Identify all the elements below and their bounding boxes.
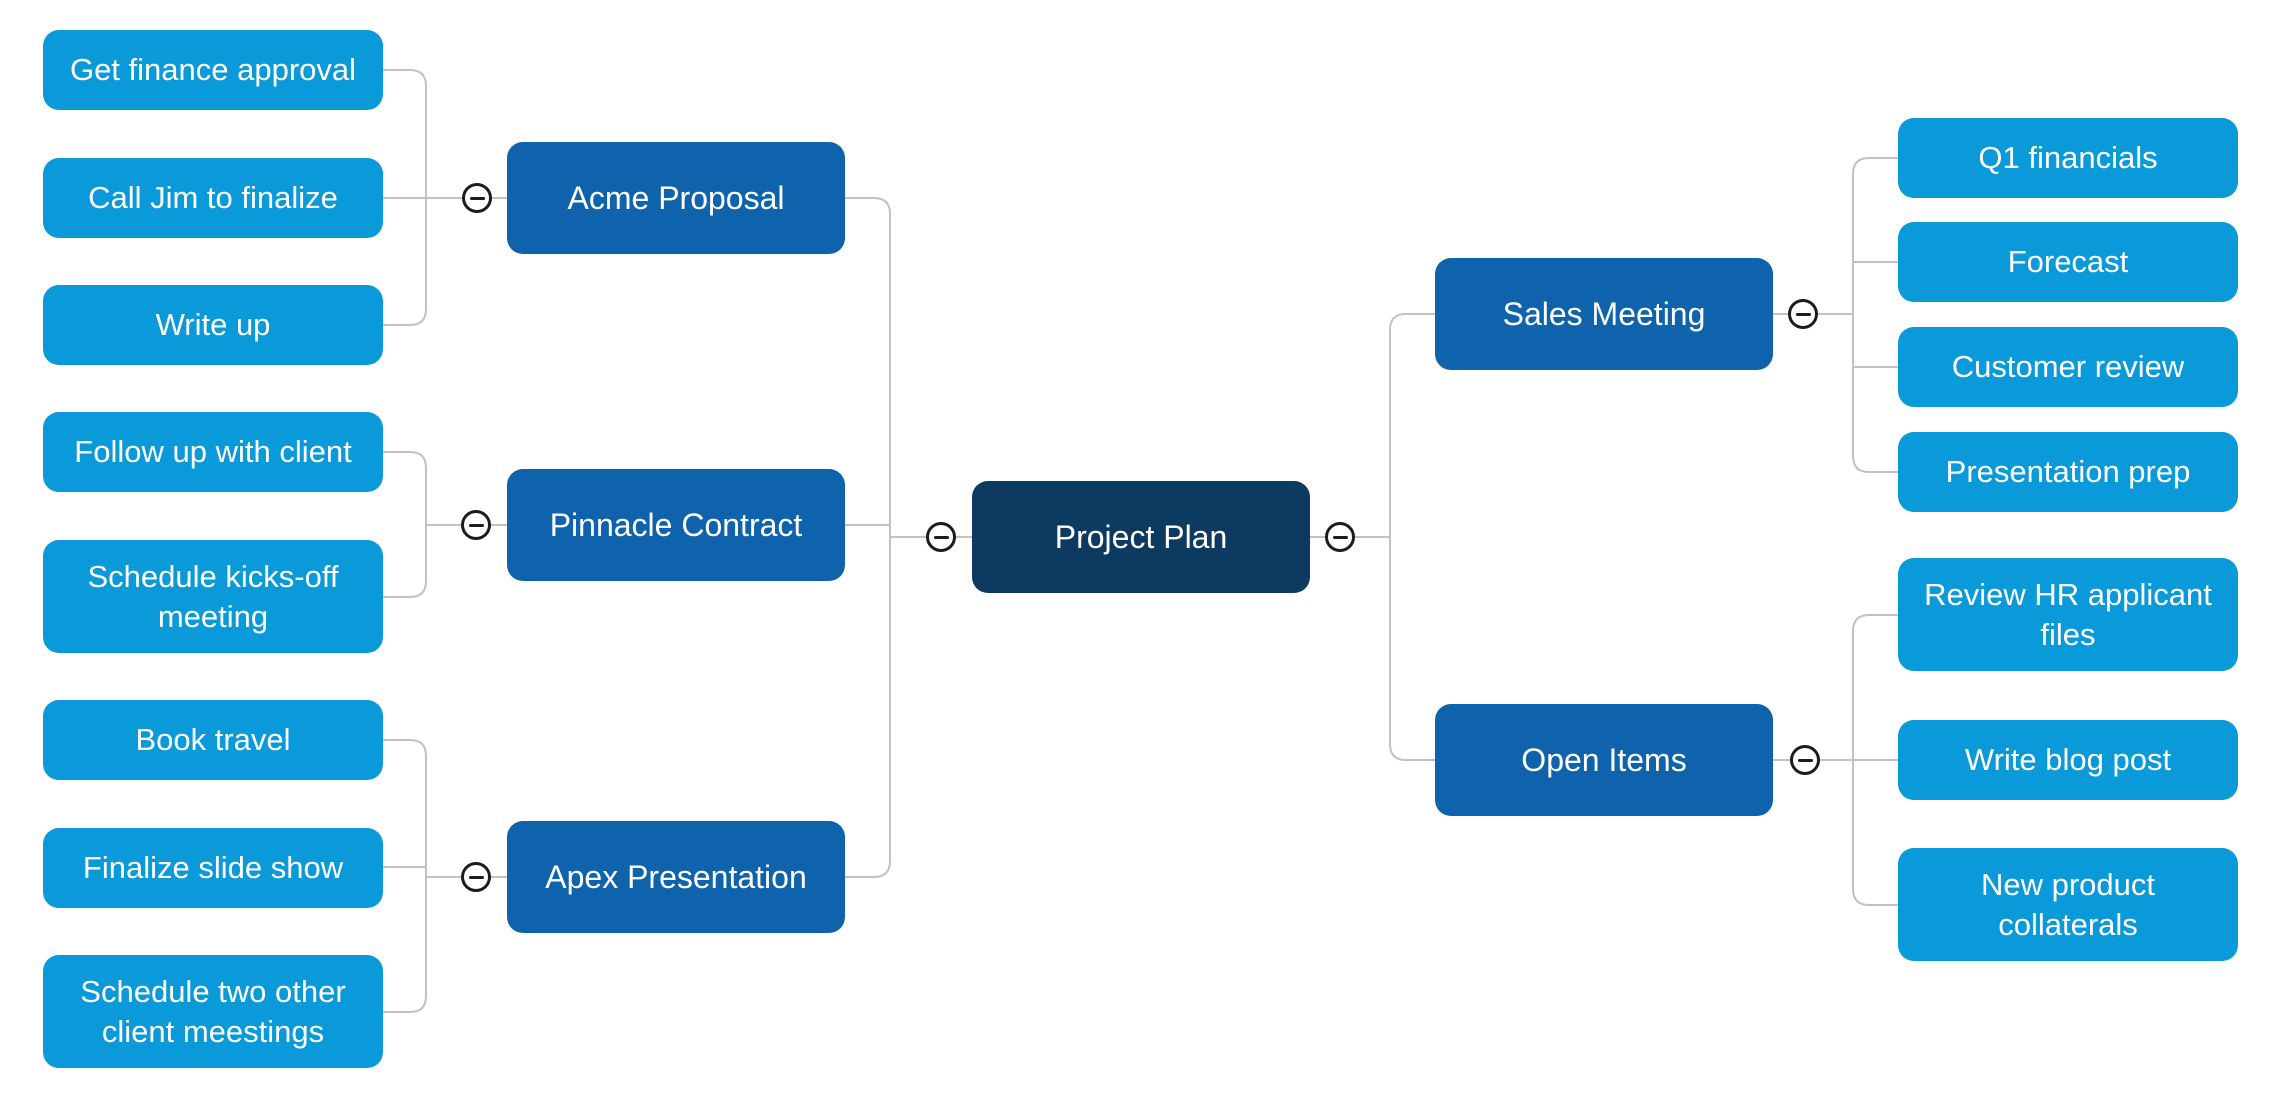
branch-node-sales-meeting[interactable]: Sales Meeting [1435, 258, 1773, 370]
connector-apex-leaves-trunk [383, 739, 427, 1013]
leaf-node-customer-review[interactable]: Customer review [1898, 327, 2238, 407]
leaf-node-presentation-prep[interactable]: Presentation prep [1898, 432, 2238, 512]
minus-icon [468, 875, 484, 879]
branch-node-apex-presentation[interactable]: Apex Presentation [507, 821, 845, 933]
minus-icon [469, 196, 485, 200]
leaf-node-finalize-slide-show[interactable]: Finalize slide show [43, 828, 383, 908]
collapse-button-open-items[interactable] [1790, 745, 1820, 775]
leaf-node-review-hr-applicant-files[interactable]: Review HR applicant files [1898, 558, 2238, 671]
minus-icon [1795, 312, 1811, 316]
leaf-node-q1-financials[interactable]: Q1 financials [1898, 118, 2238, 198]
collapse-button-root-left-branches[interactable] [926, 522, 956, 552]
branch-node-pinnacle-contract[interactable]: Pinnacle Contract [507, 469, 845, 581]
collapse-button-root-right-branches[interactable] [1325, 522, 1355, 552]
leaf-node-schedule-kicks-off-meeting[interactable]: Schedule kicks-off meeting [43, 540, 383, 653]
leaf-node-forecast[interactable]: Forecast [1898, 222, 2238, 302]
connector-right-trunk [1389, 313, 1435, 761]
leaf-node-call-jim-to-finalize[interactable]: Call Jim to finalize [43, 158, 383, 238]
root-node-project-plan[interactable]: Project Plan [972, 481, 1310, 593]
leaf-node-write-blog-post[interactable]: Write blog post [1898, 720, 2238, 800]
collapse-button-apex-presentation[interactable] [461, 862, 491, 892]
collapse-button-acme-proposal[interactable] [462, 183, 492, 213]
branch-node-acme-proposal[interactable]: Acme Proposal [507, 142, 845, 254]
minus-icon [933, 535, 949, 539]
minus-icon [1797, 758, 1813, 762]
leaf-node-schedule-two-other-client-meestings[interactable]: Schedule two other client meestings [43, 955, 383, 1068]
leaf-node-book-travel[interactable]: Book travel [43, 700, 383, 780]
leaf-node-new-product-collaterals[interactable]: New product collaterals [1898, 848, 2238, 961]
collapse-button-sales-meeting[interactable] [1788, 299, 1818, 329]
leaf-node-write-up[interactable]: Write up [43, 285, 383, 365]
connector-sales-leaves-trunk [1852, 157, 1898, 473]
connector-pinnacle-leaves-trunk [383, 451, 427, 598]
collapse-button-pinnacle-contract[interactable] [461, 510, 491, 540]
minus-icon [1332, 535, 1348, 539]
branch-node-open-items[interactable]: Open Items [1435, 704, 1773, 816]
leaf-node-follow-up-with-client[interactable]: Follow up with client [43, 412, 383, 492]
leaf-node-get-finance-approval[interactable]: Get finance approval [43, 30, 383, 110]
connector-left-trunk [845, 197, 891, 878]
minus-icon [468, 523, 484, 527]
